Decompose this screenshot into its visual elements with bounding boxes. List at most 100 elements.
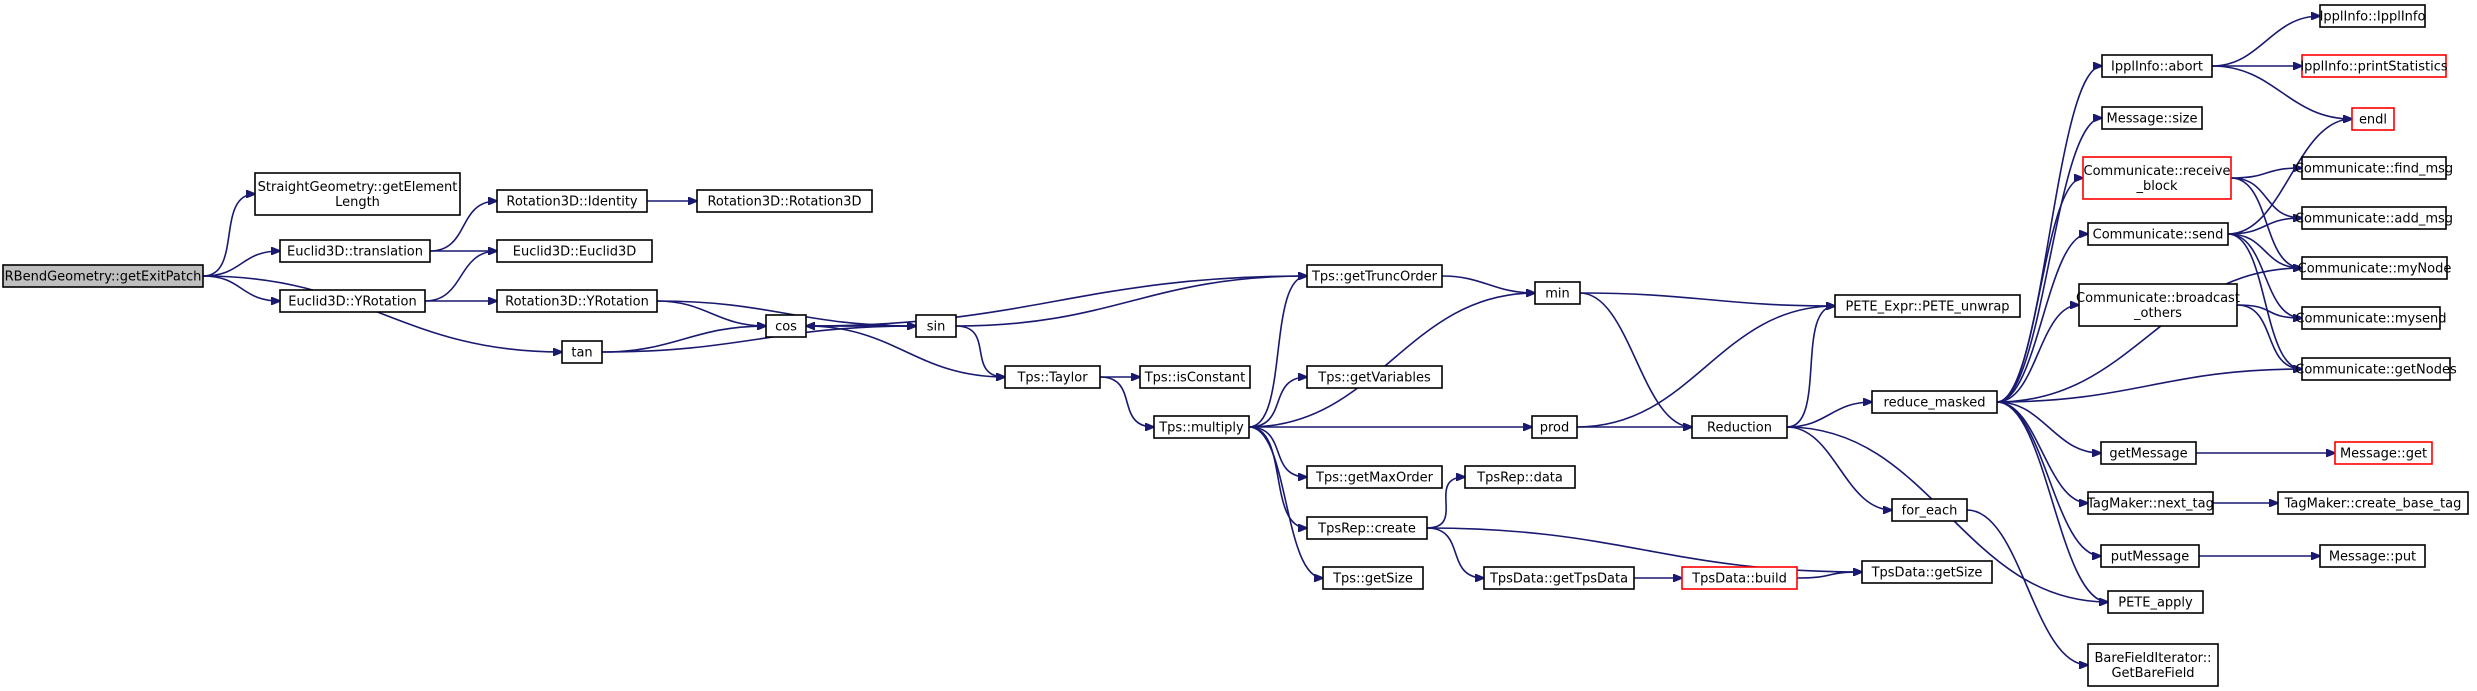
node-tps-maxord[interactable]: Tps::getMaxOrder bbox=[1306, 465, 1443, 489]
node-msg-put[interactable]: Message::put bbox=[2319, 544, 2426, 568]
edge-comm_recv-to-comm_add bbox=[2230, 177, 2302, 218]
node-reduction[interactable]: Reduction bbox=[1691, 415, 1788, 439]
edge-root-to-sg_getel bbox=[202, 194, 255, 277]
node-label: Communicate::myNode bbox=[2298, 262, 2452, 277]
node-box bbox=[1483, 566, 1635, 590]
node-box bbox=[2301, 206, 2447, 230]
node-box bbox=[1464, 465, 1576, 489]
node-r3-r3[interactable]: Rotation3D::Rotation3D bbox=[696, 189, 873, 213]
edge-for_each-to-bfi bbox=[1966, 509, 2088, 665]
node-msg-size[interactable]: Message::size bbox=[2101, 106, 2203, 130]
node-label: Rotation3D::Identity bbox=[506, 195, 638, 210]
node-label: Message::get bbox=[2340, 447, 2427, 462]
node-box bbox=[1004, 365, 1101, 389]
node-endl[interactable]: endl bbox=[2351, 107, 2395, 131]
edge-tps_mult-to-tps_trunc bbox=[1248, 276, 1307, 428]
node-tpsdata-size[interactable]: TpsData::getSize bbox=[1861, 560, 1993, 584]
node-label: Communicate::getNodes bbox=[2295, 363, 2457, 378]
node-getmessage[interactable]: getMessage bbox=[2100, 441, 2197, 465]
node-tpsdata-get[interactable]: TpsData::getTpsData bbox=[1483, 566, 1635, 590]
node-putmessage[interactable]: putMessage bbox=[2100, 544, 2200, 568]
edge-tan-to-sin bbox=[601, 326, 916, 353]
node-box bbox=[2100, 544, 2200, 568]
node-ippl-print[interactable]: IpplInfo::printStatistics bbox=[2300, 54, 2448, 78]
node-box bbox=[1306, 365, 1443, 389]
node-comm-getnodes[interactable]: Communicate::getNodes bbox=[2295, 357, 2457, 381]
node-comm-add[interactable]: Communicate::add_msg bbox=[2295, 206, 2453, 230]
node-min[interactable]: min bbox=[1534, 281, 1581, 305]
node-ippl-info[interactable]: IpplInfo::IpplInfo bbox=[2319, 4, 2426, 28]
node-comm-mysend[interactable]: Communicate::mysend bbox=[2295, 306, 2447, 330]
node-e3-trans[interactable]: Euclid3D::translation bbox=[279, 239, 431, 263]
node-pete-unwrap[interactable]: PETE_Expr::PETE_unwrap bbox=[1834, 294, 2021, 318]
node-box bbox=[2277, 491, 2469, 515]
node-comm-send[interactable]: Communicate::send bbox=[2087, 222, 2229, 246]
node-tps-trunc[interactable]: Tps::getTruncOrder bbox=[1306, 264, 1443, 288]
node-label: Euclid3D::Euclid3D bbox=[513, 245, 636, 260]
node-pete-apply[interactable]: PETE_apply bbox=[2107, 590, 2204, 614]
edge-comm_send-to-comm_add bbox=[2227, 218, 2302, 235]
node-box bbox=[496, 289, 658, 313]
edge-ippl_abort-to-ippl_info bbox=[2211, 16, 2320, 67]
node-label: Communicate::add_msg bbox=[2295, 212, 2453, 227]
node-box bbox=[1153, 415, 1250, 439]
node-sin[interactable]: sin bbox=[915, 314, 957, 338]
node-box bbox=[2101, 54, 2213, 78]
edge-reduce_masked-to-comm_bcast bbox=[1996, 305, 2079, 403]
node-tm-next[interactable]: TagMaker::next_tag bbox=[2086, 491, 2214, 515]
node-label: tan bbox=[571, 346, 592, 361]
node-e3-yrot[interactable]: Euclid3D::YRotation bbox=[279, 289, 426, 313]
node-bfi[interactable]: BareFieldIterator::GetBareField bbox=[2087, 643, 2219, 687]
node-tpsdata-build[interactable]: TpsData::build bbox=[1681, 566, 1798, 590]
edge-reduce_masked-to-comm_send bbox=[1996, 234, 2088, 403]
node-box bbox=[279, 289, 426, 313]
node-tpsrep-data[interactable]: TpsRep::data bbox=[1464, 465, 1576, 489]
node-tm-create[interactable]: TagMaker::create_base_tag bbox=[2277, 491, 2469, 515]
node-label: Tps::getMaxOrder bbox=[1315, 471, 1434, 486]
node-for-each[interactable]: for_each bbox=[1891, 498, 1968, 522]
node-label: BareFieldIterator:: bbox=[2094, 651, 2211, 666]
node-comm-find[interactable]: Communicate::find_msg bbox=[2295, 156, 2453, 180]
node-label: Communicate::receive bbox=[2084, 164, 2231, 179]
node-tps-taylor[interactable]: Tps::Taylor bbox=[1004, 365, 1101, 389]
node-box bbox=[2301, 156, 2447, 180]
node-label: Message::size bbox=[2107, 112, 2198, 127]
node-label: GetBareField bbox=[2111, 666, 2194, 681]
node-reduce-masked[interactable]: reduce_masked bbox=[1871, 390, 1998, 414]
node-tps-mult[interactable]: Tps::multiply bbox=[1153, 415, 1250, 439]
node-box bbox=[2087, 222, 2229, 246]
node-e3-e3[interactable]: Euclid3D::Euclid3D bbox=[496, 239, 653, 263]
edge-root-to-tan bbox=[202, 275, 562, 352]
node-msg-get[interactable]: Message::get bbox=[2334, 441, 2433, 465]
node-box bbox=[1871, 390, 1998, 414]
node-comm-bcast[interactable]: Communicate::broadcast_others bbox=[2076, 283, 2240, 327]
node-tps-getsize[interactable]: Tps::getSize bbox=[1322, 566, 1424, 590]
node-tpsrep-create[interactable]: TpsRep::create bbox=[1306, 516, 1428, 540]
node-box bbox=[1861, 560, 1993, 584]
node-tan[interactable]: tan bbox=[561, 340, 603, 364]
node-cos[interactable]: cos bbox=[765, 314, 807, 338]
node-box bbox=[2301, 54, 2447, 78]
node-root[interactable]: RBendGeometry::getExitPatch bbox=[2, 264, 204, 288]
node-label: Tps::multiply bbox=[1158, 421, 1244, 436]
node-box bbox=[2, 264, 204, 288]
node-box bbox=[1139, 365, 1251, 389]
node-comm-recv[interactable]: Communicate::receive_block bbox=[2082, 156, 2232, 200]
edge-comm_recv-to-comm_find bbox=[2230, 168, 2302, 179]
edge-ippl_abort-to-endl bbox=[2211, 65, 2352, 119]
node-r3-yrot[interactable]: Rotation3D::YRotation bbox=[496, 289, 658, 313]
node-label: Communicate::send bbox=[2093, 228, 2224, 243]
node-tps-getvar[interactable]: Tps::getVariables bbox=[1306, 365, 1443, 389]
node-label: TpsData::build bbox=[1691, 572, 1787, 587]
node-tps-iscon[interactable]: Tps::isConstant bbox=[1139, 365, 1251, 389]
edge-comm_send-to-comm_getnodes bbox=[2227, 233, 2302, 369]
edge-reduce_masked-to-comm_getnodes bbox=[1996, 369, 2302, 403]
node-prod[interactable]: prod bbox=[1531, 415, 1578, 439]
edge-tps_mult-to-tps_maxord bbox=[1248, 426, 1307, 477]
node-box bbox=[2100, 441, 2197, 465]
node-comm-mynode[interactable]: Communicate::myNode bbox=[2298, 256, 2452, 280]
node-ippl-abort[interactable]: IpplInfo::abort bbox=[2101, 54, 2213, 78]
node-r3-ident[interactable]: Rotation3D::Identity bbox=[496, 189, 648, 213]
node-box bbox=[2301, 306, 2441, 330]
